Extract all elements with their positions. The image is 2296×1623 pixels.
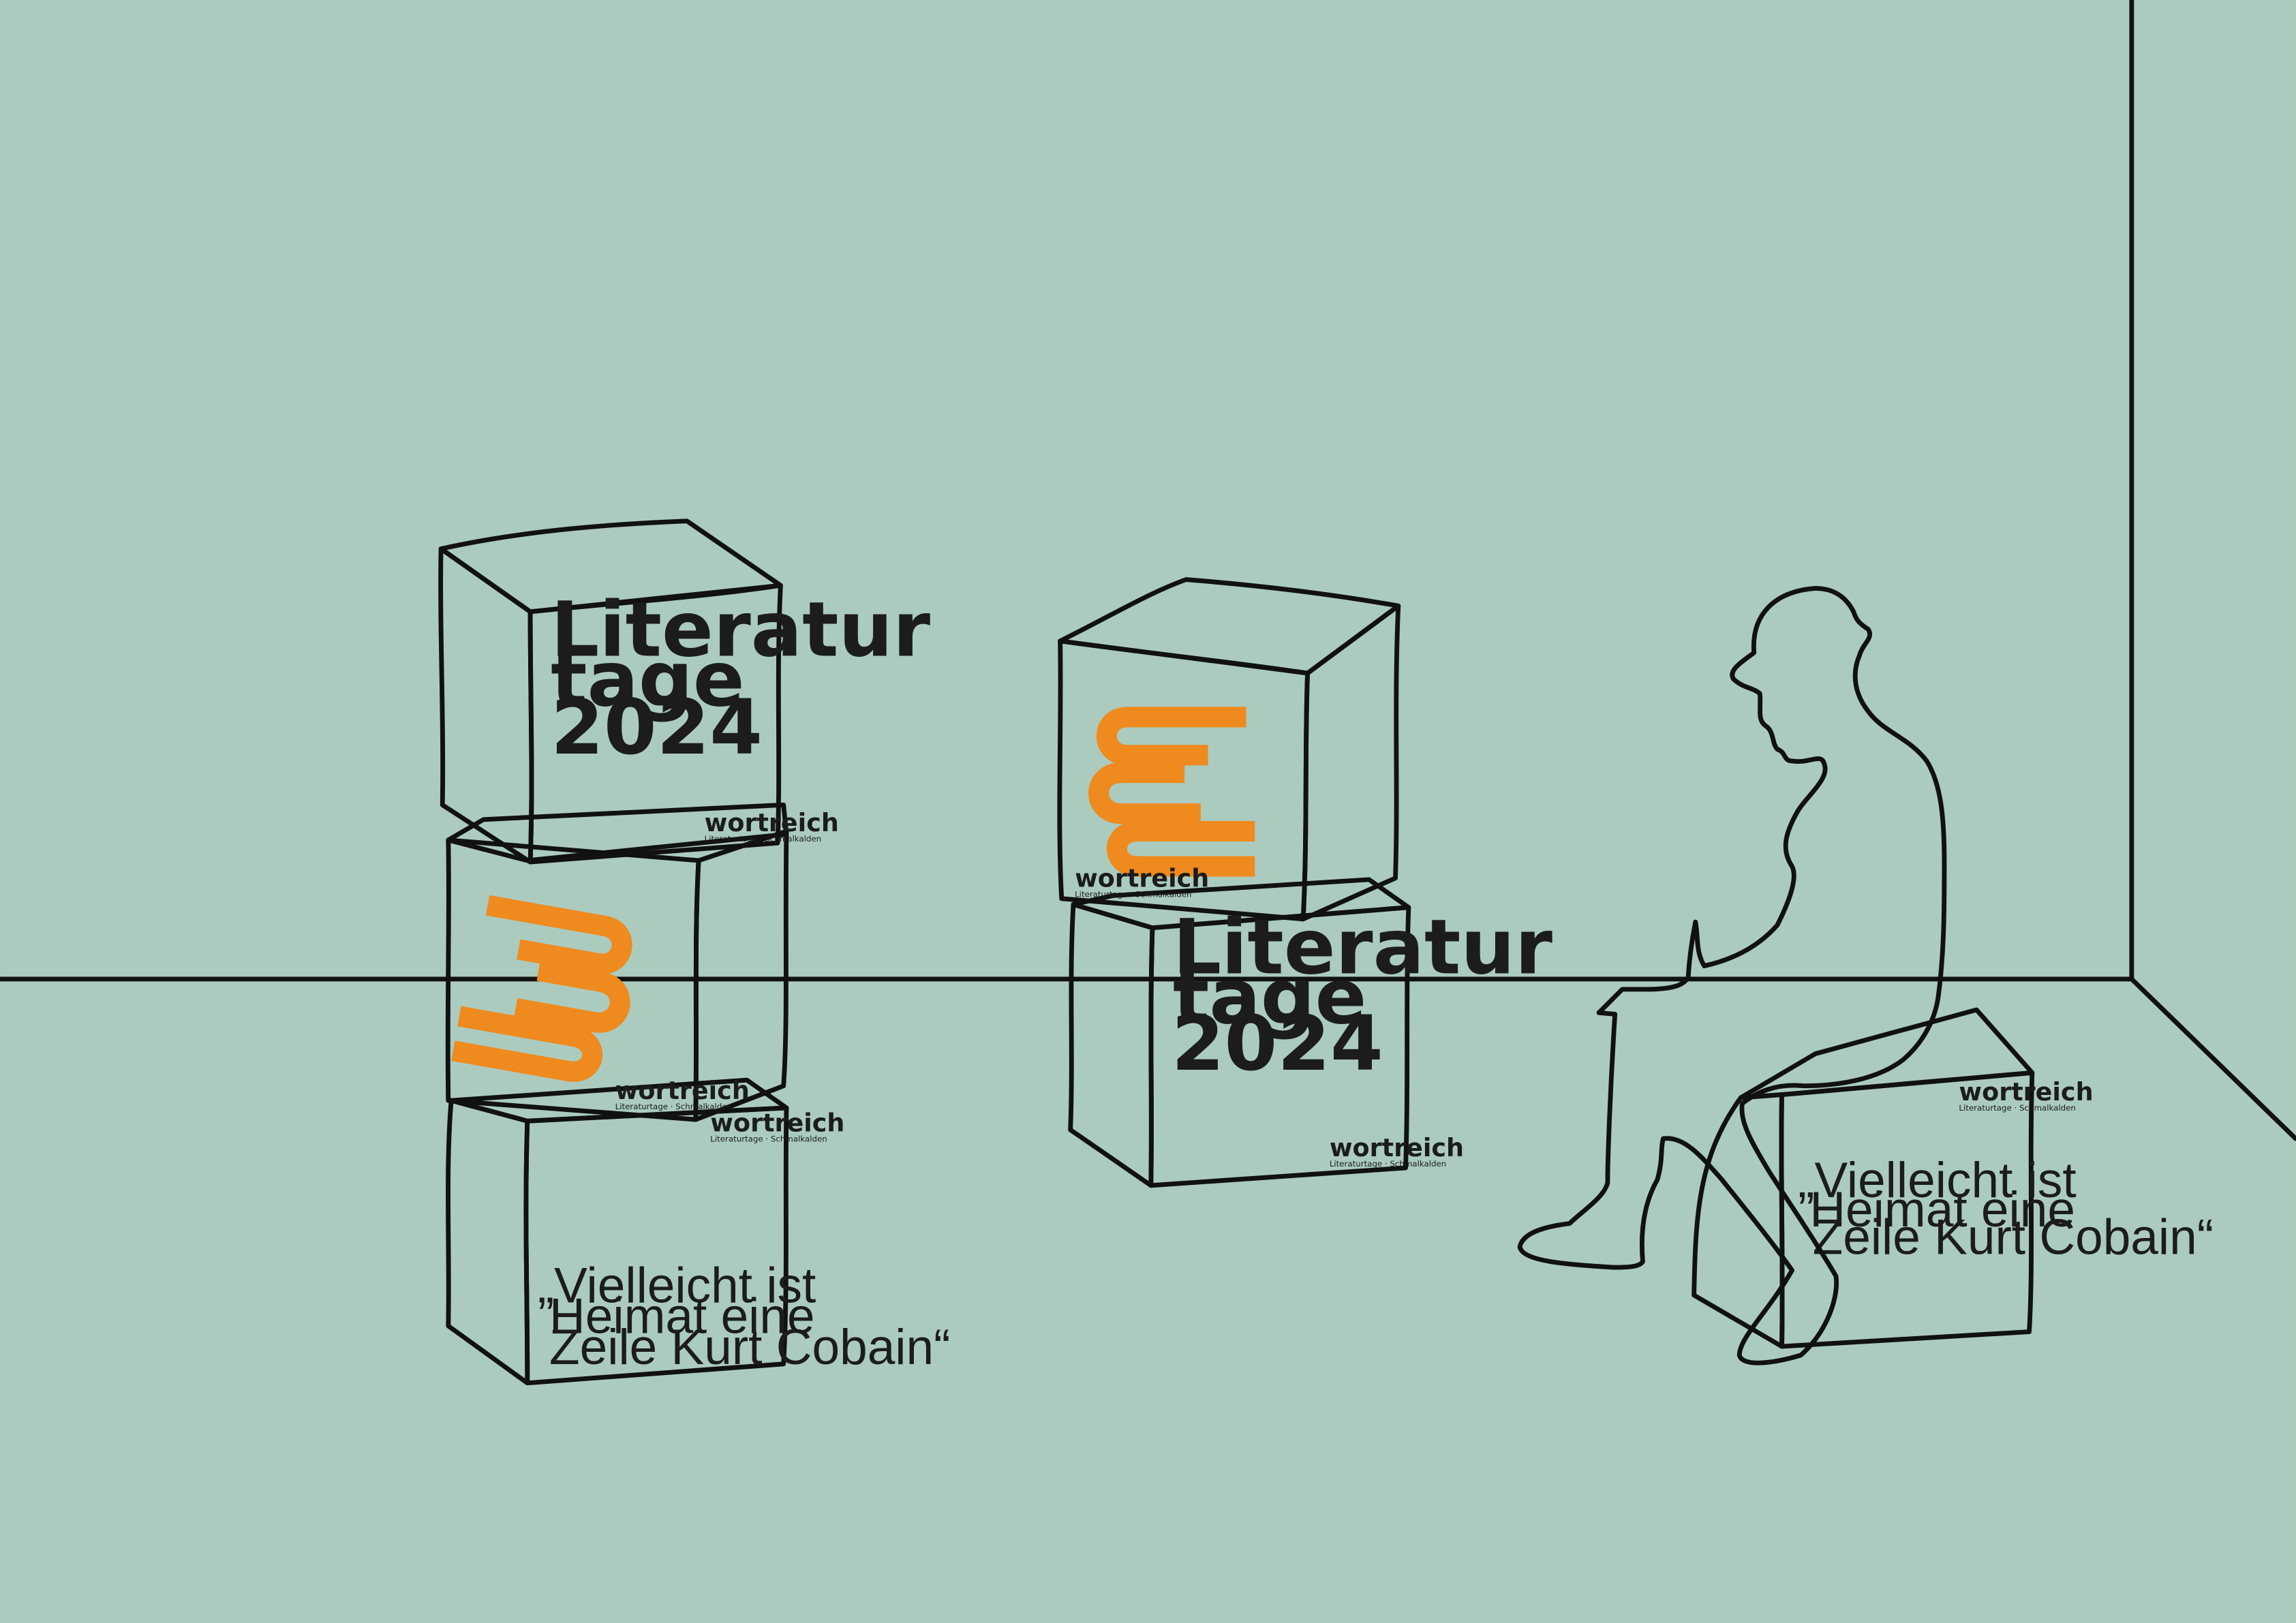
brand-logo: wortreich — [1330, 1133, 1464, 1162]
quote-line-3: Zeile Kurt Cobain“ — [1813, 1210, 2214, 1265]
brand-tagline: Literaturtage · Schmalkalden — [1959, 1103, 2075, 1113]
poster-title-line-3: 2024 — [551, 683, 763, 772]
cube-left-bottom: „Vielleicht ist Heimat eine Zeile Kurt C… — [446, 1077, 950, 1386]
quote-line-1: „Vielleicht ist — [538, 1258, 816, 1314]
seated-person-outline — [1517, 586, 1947, 1365]
cube-left-top: Literatur tage 2024 wortreich Literaturt… — [438, 519, 930, 865]
brand-tagline: Literaturtage · Schmalkalden — [1330, 1159, 1446, 1169]
poster-title-line-2: tage — [1173, 953, 1366, 1041]
corner-diagonal-line — [2129, 976, 2296, 1141]
brand-tagline: Literaturtage · Schmalkalden — [710, 1134, 827, 1143]
brand-tagline: Literaturtage · Schmalkalden — [705, 834, 821, 844]
brand-logo: wortreich — [710, 1108, 844, 1137]
quote-line-2: Heimat eine — [549, 1289, 815, 1344]
brand-logo: wortreich — [1075, 864, 1209, 893]
brand-tagline: Literaturtage · Schmalkalden — [1075, 890, 1191, 899]
brand-logo: wortreich — [615, 1076, 750, 1105]
cube-right-seat: „Vielleicht ist Heimat eine Zeile Kurt C… — [1692, 1007, 2214, 1349]
cube-middle-top: wortreich Literaturtage · Schmalkalden — [1057, 577, 1401, 922]
quote-line-3: Zeile Kurt Cobain“ — [549, 1320, 950, 1375]
cube-middle-bottom: Literatur tage 2024 wortreich Literaturt… — [1068, 877, 1552, 1188]
poster-title-line-1: Literatur — [551, 585, 930, 674]
brand-tagline: Literaturtage · Schmalkalden — [615, 1102, 732, 1111]
brand-logo: wortreich — [705, 808, 839, 837]
poster-title-line-3: 2024 — [1172, 1000, 1383, 1088]
quote-line-2: Heimat eine — [1809, 1182, 2075, 1237]
brand-logo: wortreich — [1959, 1077, 2093, 1107]
cube-left-middle: wortreich Literaturtage · Schmalkalden — [448, 802, 789, 1122]
quote-line-1: „Vielleicht ist — [1798, 1153, 2077, 1208]
poster-title-line-1: Literatur — [1173, 903, 1552, 991]
poster-title-line-2: tage — [551, 635, 744, 724]
